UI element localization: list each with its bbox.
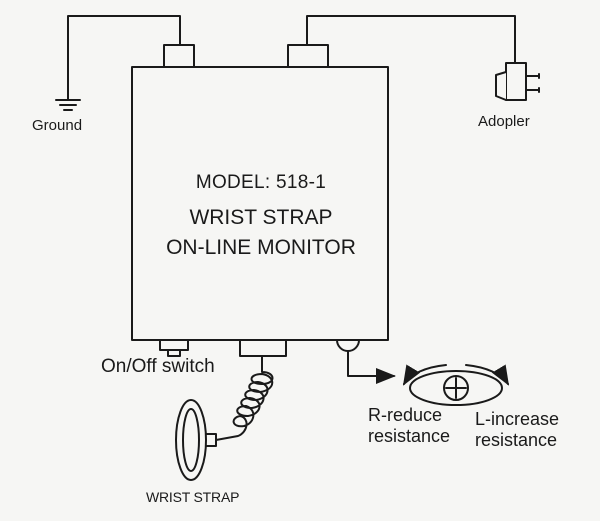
wrist-strap-label: WRIST STRAP — [146, 489, 240, 505]
ground-wire — [67, 15, 181, 101]
ground-terminal — [163, 44, 195, 68]
product-name-line-1: WRIST STRAP — [189, 206, 333, 229]
on-off-switch-toggle — [167, 349, 181, 357]
adjustment-knob-icon — [402, 364, 510, 406]
on-off-switch-body — [159, 339, 189, 351]
coiled-cord — [215, 355, 274, 441]
adapter-label: Adopler — [478, 113, 530, 130]
ground-label: Ground — [32, 117, 83, 134]
wrist-strap-loop — [175, 399, 217, 481]
reduce-line-1: R-reduce — [368, 405, 443, 425]
on-off-switch-label: On/Off switch — [101, 356, 215, 377]
increase-line-2: resistance — [475, 430, 558, 450]
increase-resistance-label: L-increase resistance — [475, 409, 559, 451]
reduce-resistance-label: R-reduce resistance — [368, 405, 450, 447]
adapter-wire — [306, 15, 516, 64]
monitor-box — [131, 66, 389, 341]
reduce-line-2: resistance — [368, 426, 451, 446]
product-name-line-2: ON-LINE MONITOR — [166, 236, 356, 259]
pointer-arrow — [347, 350, 396, 384]
model-number: MODEL: 518-1 — [195, 172, 327, 193]
wrist-strap-jack — [239, 339, 287, 357]
adjustment-port — [336, 339, 360, 352]
power-plug-icon — [495, 62, 540, 101]
increase-line-1: L-increase — [475, 409, 560, 429]
ground-symbol-icon — [55, 99, 81, 111]
power-input-terminal — [287, 44, 329, 68]
